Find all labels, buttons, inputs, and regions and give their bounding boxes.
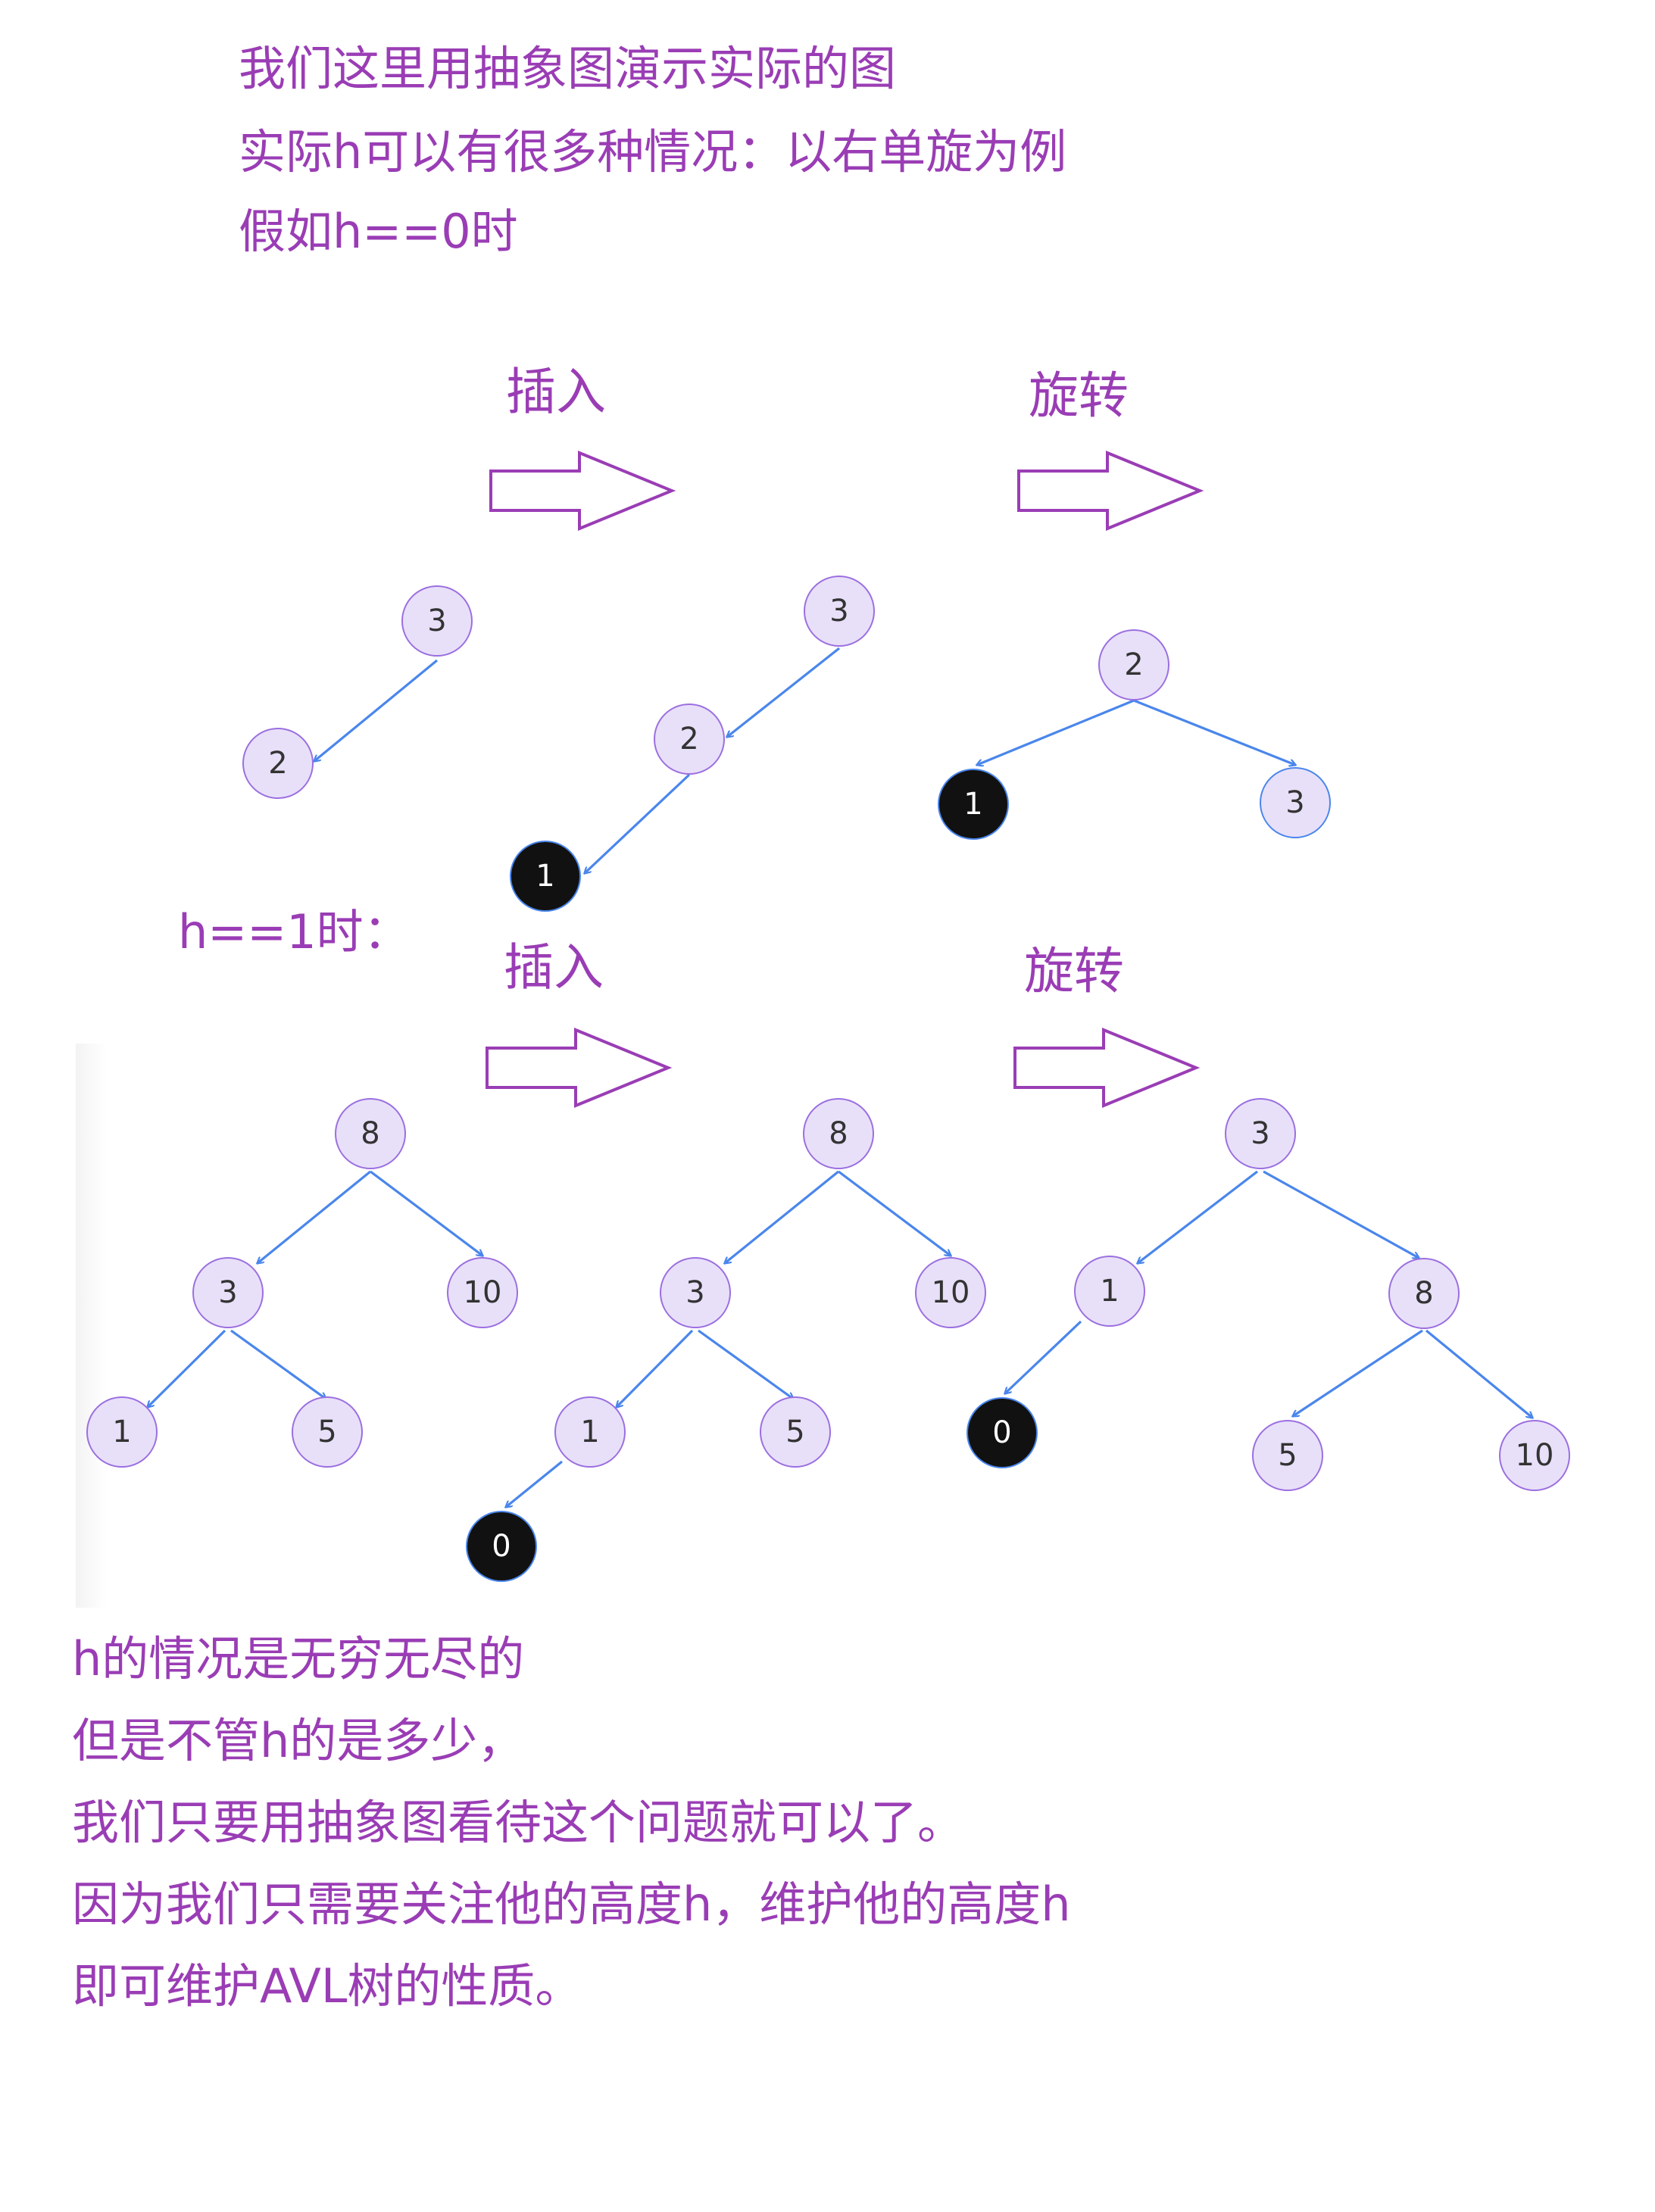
conclusion-line-2: 但是不管h的是多少， (72, 1713, 525, 1768)
edge (148, 1329, 226, 1407)
edge (1005, 1320, 1082, 1393)
rotate-label-h1: 旋转 (1024, 942, 1124, 1000)
node-value: 5 (785, 1415, 804, 1449)
tree-node: 5 (1252, 1420, 1323, 1491)
tree-node: 8 (1388, 1258, 1460, 1329)
tree-node: 3 (804, 576, 875, 647)
insert-label-h1: 插入 (504, 938, 604, 997)
intro-line-3: 假如h==0时 (239, 204, 518, 259)
node-value: 0 (492, 1529, 511, 1564)
edge (314, 659, 439, 761)
node-value: 1 (1100, 1274, 1119, 1309)
tree-node: 1 (554, 1396, 626, 1468)
tree-node: 3 (401, 585, 473, 657)
tree-node: 2 (1098, 629, 1169, 700)
edge (585, 773, 691, 873)
node-value: 3 (1251, 1116, 1269, 1151)
node-value: 2 (679, 722, 698, 757)
node-value: 8 (361, 1116, 379, 1151)
conclusion-line-5: 即可维护AVL树的性质。 (72, 1958, 582, 2014)
node-value: 0 (992, 1415, 1011, 1450)
inserted-node: 1 (510, 841, 581, 912)
edge (1263, 1170, 1419, 1258)
edge (370, 1170, 482, 1256)
tree-node: 5 (292, 1396, 363, 1468)
node-value: 10 (464, 1275, 502, 1310)
tree-node: 5 (760, 1396, 831, 1468)
edge (1425, 1329, 1532, 1418)
node-value: 3 (427, 604, 446, 638)
node-value: 1 (112, 1415, 131, 1449)
conclusion-line-4: 因为我们只需要关注他的高度h，维护他的高度h (72, 1877, 1071, 1932)
node-value: 8 (829, 1116, 848, 1151)
edge (977, 699, 1135, 765)
edge (506, 1460, 564, 1507)
node-value: 5 (1278, 1438, 1297, 1473)
conclusion-line-3: 我们只要用抽象图看待这个问题就可以了。 (72, 1795, 965, 1850)
tree-node: 1 (1074, 1256, 1145, 1327)
node-value: 1 (536, 859, 554, 894)
edge (1293, 1329, 1423, 1416)
inserted-node: 0 (966, 1397, 1038, 1468)
tree-node: 3 (660, 1257, 731, 1328)
insert-arrow-h0 (489, 451, 676, 531)
node-value: 3 (218, 1275, 237, 1310)
rotate-label-h0: 旋转 (1029, 367, 1129, 425)
edge (1138, 1170, 1258, 1263)
tree-node: 10 (447, 1257, 518, 1328)
tree-node: 10 (915, 1257, 986, 1328)
node-value: 3 (829, 594, 848, 629)
insert-label-h0: 插入 (506, 363, 606, 421)
tree-node: 3 (192, 1257, 264, 1328)
node-value: 2 (1124, 647, 1143, 682)
edge (727, 647, 840, 737)
tree-node: 1 (86, 1396, 158, 1468)
h1-heading: h==1时： (178, 904, 411, 959)
tree-node: 2 (654, 704, 725, 775)
node-value: 5 (317, 1415, 336, 1449)
edge (725, 1170, 840, 1263)
tree-node: 2 (242, 728, 314, 799)
rotate-arrow-h0 (1017, 451, 1204, 531)
edge (1133, 699, 1295, 765)
rotate-arrow-h1 (1013, 1028, 1201, 1108)
node-value: 8 (1414, 1276, 1433, 1311)
node-value: 1 (963, 787, 982, 822)
conclusion-line-1: h的情况是无穷无尽的 (72, 1631, 525, 1686)
tree-node: 8 (335, 1098, 406, 1169)
tree-node: 3 (1225, 1098, 1296, 1169)
tree-node: 8 (803, 1098, 874, 1169)
inserted-node: 0 (466, 1511, 537, 1582)
node-value: 3 (685, 1275, 704, 1310)
intro-line-2: 实际h可以有很多种情况：以右单旋为例 (239, 124, 1067, 179)
node-value: 10 (1516, 1438, 1554, 1473)
edge (617, 1329, 694, 1407)
intro-line-1: 我们这里用抽象图演示实际的图 (239, 41, 897, 96)
insert-arrow-h1 (486, 1028, 673, 1108)
tree-node: 10 (1499, 1420, 1570, 1491)
edge (838, 1170, 951, 1256)
node-value: 2 (268, 746, 287, 781)
tree-node: 3 (1260, 767, 1331, 838)
node-value: 3 (1285, 785, 1304, 820)
node-value: 10 (932, 1275, 970, 1310)
edge (258, 1170, 372, 1263)
edge (230, 1329, 326, 1399)
inserted-node: 1 (938, 769, 1009, 840)
node-value: 1 (580, 1415, 599, 1449)
left-shade-strip (76, 1044, 106, 1608)
edge (698, 1329, 793, 1399)
